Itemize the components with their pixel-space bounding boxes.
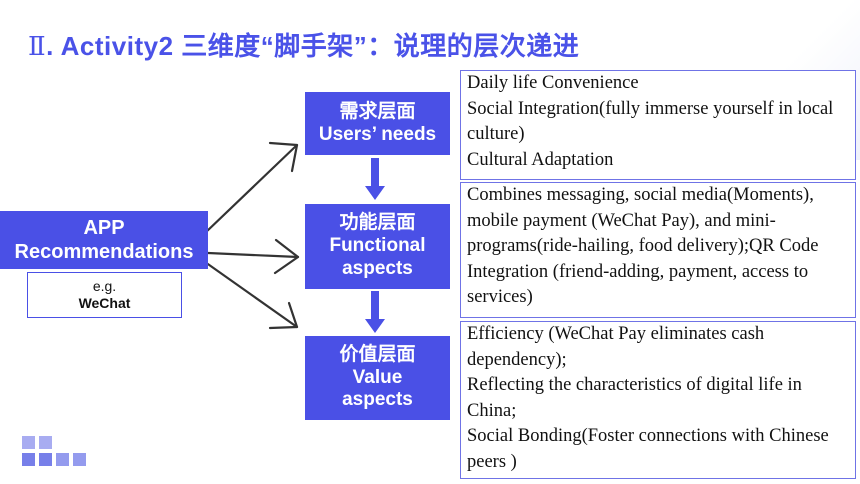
value-block-zh: 价值层面 bbox=[339, 343, 416, 365]
deco-square bbox=[56, 453, 69, 466]
users-needs-block: 需求层面 Users’ needs bbox=[305, 92, 450, 155]
title-numeral: Ⅱ bbox=[28, 32, 47, 62]
functional-details: Combines messaging, social media(Moments… bbox=[460, 182, 856, 318]
detail-line: Cultural Adaptation bbox=[467, 149, 614, 170]
detail-line: Efficiency (WeChat Pay eliminates cash d… bbox=[467, 324, 765, 370]
down-arrow-needs-to-functional bbox=[365, 158, 385, 200]
deco-square bbox=[39, 453, 52, 466]
example-prefix: e.g. bbox=[92, 277, 117, 294]
functional-block-zh: 功能层面 bbox=[339, 212, 416, 234]
arrow-to-functional bbox=[206, 251, 300, 259]
users-needs-details: Daily life Convenience Social Integratio… bbox=[460, 70, 856, 180]
arrow-to-functional-head bbox=[273, 238, 300, 275]
functional-aspects-block: 功能层面 Functional aspects bbox=[305, 204, 450, 289]
detail-line: Combines messaging, social media(Moments… bbox=[467, 185, 819, 307]
detail-line: Daily life Convenience bbox=[467, 73, 639, 93]
value-aspects-block: 价值层面 Value aspects bbox=[305, 336, 450, 420]
page-title: Ⅱ. Activity2 三维度“脚手架”：说理的层次递进 bbox=[28, 26, 579, 63]
example-box: e.g. WeChat bbox=[27, 272, 182, 318]
detail-line: Reflecting the characteristics of digita… bbox=[467, 375, 802, 421]
deco-square bbox=[22, 436, 35, 449]
app-block-line1: APP bbox=[83, 217, 125, 239]
deco-square bbox=[22, 453, 35, 466]
functional-block-en-line1: Functional bbox=[329, 235, 426, 257]
functional-block-en-line2: aspects bbox=[342, 257, 413, 279]
value-details: Efficiency (WeChat Pay eliminates cash d… bbox=[460, 321, 856, 479]
down-arrow-functional-to-value bbox=[365, 291, 385, 333]
deco-square bbox=[73, 453, 86, 466]
detail-line: Social Bonding(Foster connections with C… bbox=[467, 426, 829, 472]
arrow-to-value-head bbox=[268, 301, 299, 330]
needs-block-en: Users’ needs bbox=[318, 123, 437, 145]
value-block-en-line2: aspects bbox=[342, 389, 413, 411]
value-block-en-line1: Value bbox=[352, 366, 403, 388]
needs-block-zh: 需求层面 bbox=[339, 100, 416, 122]
example-app-name: WeChat bbox=[78, 295, 131, 311]
deco-square bbox=[39, 436, 52, 449]
arrow-to-value bbox=[203, 260, 299, 329]
app-recommendations-block: APP Recommendations bbox=[0, 211, 208, 269]
app-block-line2: Recommendations bbox=[14, 241, 194, 263]
title-text: . Activity2 三维度“脚手架”：说理的层次递进 bbox=[46, 31, 580, 61]
arrow-to-needs-head bbox=[268, 141, 299, 173]
arrow-to-needs bbox=[203, 143, 299, 235]
detail-line: Social Integration(fully immerse yoursel… bbox=[467, 98, 834, 145]
